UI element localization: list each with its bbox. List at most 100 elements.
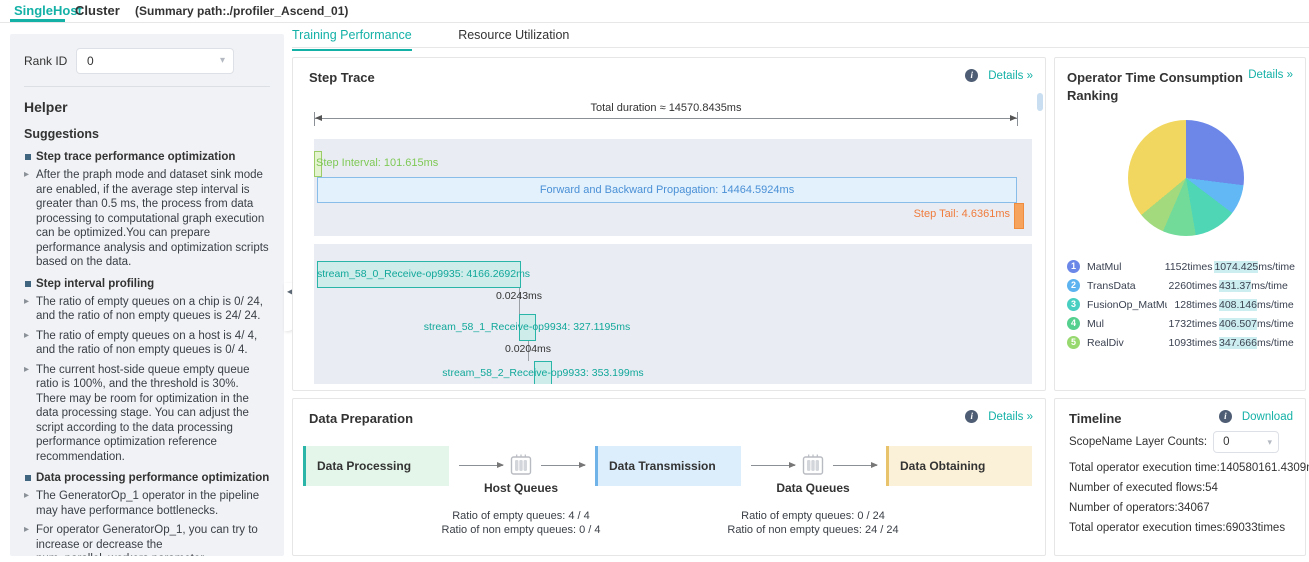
operator-name: MatMul (1087, 260, 1122, 273)
operator-name: Mul (1087, 317, 1104, 330)
rank-id-row: Rank ID 0 ▾ (24, 48, 270, 74)
operator-name: TransData (1087, 279, 1136, 292)
gap-label-0: 0.0243ms (495, 290, 543, 302)
suggestion-item: The ratio of empty queues on a chip is 0… (24, 295, 270, 324)
operator-count: 2260times (1168, 279, 1217, 292)
main-tabs-divider (292, 47, 1309, 48)
operator-count: 1732times (1168, 317, 1217, 330)
list-item[interactable]: 4 Mul 1732times 406.507ms/time (1067, 314, 1295, 333)
stream-label-2: stream_58_2_Receive-op9933: 353.199ms (442, 367, 644, 379)
tab-training-performance[interactable]: Training Performance (292, 28, 412, 51)
topbar-divider (0, 22, 1309, 23)
operator-count-stat: Number of operators:34067 (1069, 502, 1210, 514)
total-exec-times-stat: Total operator execution times:69033time… (1069, 522, 1286, 534)
timeline-download-link[interactable]: Download (1241, 410, 1293, 423)
rank-id-label: Rank ID (24, 54, 68, 68)
gap-connector (528, 341, 529, 361)
list-item[interactable]: 5 RealDiv 1093times 347.666ms/time (1067, 333, 1295, 352)
operator-ranking-panel: Operator Time Consumption Ranking Detail… (1054, 57, 1306, 391)
rank-badge-1: 1 (1067, 260, 1080, 273)
tab-singlehost[interactable]: SingleHost (14, 3, 82, 18)
data-preparation-details-link[interactable]: Details » (988, 410, 1033, 423)
flow-arrow-icon (833, 461, 878, 468)
sidebar-divider (24, 86, 270, 87)
stream-segment-2[interactable] (534, 361, 552, 384)
chevron-down-icon: ▾ (219, 55, 225, 66)
operator-name: FusionOp_MatMul... (1087, 298, 1167, 311)
stage-data-processing[interactable]: Data Processing (303, 446, 449, 486)
suggestion-item: The GeneratorOp_1 operator in the pipeli… (24, 489, 270, 518)
tab-singlehost-underline (10, 19, 65, 22)
operator-avg-time: 431.37ms/time (1219, 279, 1288, 292)
data-queues-label: Data Queues (776, 481, 850, 495)
operator-name: RealDiv (1087, 336, 1124, 349)
tab-cluster[interactable]: Cluster (75, 3, 120, 18)
operator-count: 1093times (1168, 336, 1217, 349)
total-duration-arrow (314, 112, 1018, 126)
rank-badge-2: 2 (1067, 279, 1080, 292)
step-interval-segment[interactable] (314, 151, 322, 177)
operator-pie-chart[interactable] (1128, 120, 1244, 236)
scopename-layer-counts-select[interactable]: 0 ▾ (1213, 431, 1280, 453)
timeline-panel: Timeline i Download ScopeName Layer Coun… (1054, 398, 1309, 556)
info-icon[interactable]: i (965, 69, 979, 82)
rank-id-select[interactable]: 0 ▾ (76, 48, 234, 74)
suggestion-heading: Data processing performance optimization (24, 471, 270, 485)
sidebar: Rank ID 0 ▾ Helper Suggestions Step trac… (10, 34, 284, 556)
total-exec-time-stat: Total operator execution time:140580161.… (1069, 462, 1309, 474)
operator-ranking-details-link[interactable]: Details » (1248, 69, 1293, 81)
flow-arrow-icon (541, 461, 586, 468)
rank-badge-3: 3 (1067, 298, 1080, 311)
step-tail-segment[interactable] (1014, 203, 1024, 229)
suggestion-item: The current host-side queue empty queue … (24, 363, 270, 465)
main-tabs: Training Performance Resource Utilizatio… (292, 26, 611, 51)
tab-resource-utilization[interactable]: Resource Utilization (458, 28, 570, 42)
helper-title: Helper (24, 99, 68, 115)
rank-badge-4: 4 (1067, 317, 1080, 330)
info-icon[interactable]: i (1218, 410, 1232, 423)
vertical-scrollbar[interactable] (1037, 93, 1043, 111)
operator-avg-time: 347.666ms/time (1219, 336, 1294, 349)
executed-flows-stat: Number of executed flows:54 (1069, 482, 1218, 494)
step-trace-row-1: Step Interval: 101.615ms Forward and Bac… (314, 139, 1032, 236)
suggestions-title: Suggestions (24, 127, 100, 141)
suggestion-heading: Step interval profiling (24, 277, 270, 291)
rank-id-value: 0 (87, 54, 94, 68)
data-queue-icon (802, 454, 824, 475)
stream-segment-1[interactable] (519, 314, 536, 341)
step-trace-details-link[interactable]: Details » (988, 69, 1033, 82)
summary-path: (Summary path:./profiler_Ascend_01) (135, 4, 349, 18)
data-preparation-title: Data Preparation (309, 411, 414, 426)
gap-label-1: 0.0204ms (504, 343, 552, 355)
total-duration-label: Total duration ≈ 14570.8435ms (590, 102, 742, 114)
suggestion-item: After the praph mode and dataset sink mo… (24, 168, 270, 270)
stream-segment-0[interactable] (317, 261, 521, 288)
scopename-layer-counts-label: ScopeName Layer Counts: (1069, 436, 1208, 448)
operator-avg-time: 406.507ms/time (1219, 317, 1294, 330)
stream-label-1: stream_58_1_Receive-op9934: 327.1195ms (423, 321, 631, 333)
step-trace-panel: Step Trace i Details » Total duration ≈ … (292, 57, 1046, 391)
timeline-title: Timeline (1069, 411, 1122, 426)
gap-connector (519, 288, 520, 314)
host-queue-icon (510, 454, 532, 475)
operator-count: 1152times (1164, 260, 1213, 273)
step-trace-title: Step Trace (309, 70, 375, 85)
suggestion-item: The ratio of empty queues on a host is 4… (24, 329, 270, 358)
step-tail-label: Step Tail: 4.6361ms (913, 208, 1010, 220)
stage-data-transmission[interactable]: Data Transmission (595, 446, 741, 486)
list-item[interactable]: 3 FusionOp_MatMul... 128times 408.146ms/… (1067, 295, 1295, 314)
top-bar: SingleHost Cluster (Summary path:./profi… (0, 0, 1309, 22)
list-item[interactable]: 1 MatMul 1152times 1074.425ms/time (1067, 257, 1295, 276)
list-item[interactable]: 2 TransData 2260times 431.37ms/time (1067, 276, 1295, 295)
fp-bp-segment[interactable]: Forward and Backward Propagation: 14464.… (317, 177, 1017, 203)
flow-arrow-icon (459, 461, 504, 468)
flow-arrow-icon (751, 461, 796, 468)
suggestion-item: For operator GeneratorOp_1, you can try … (24, 523, 270, 556)
host-queue-ratios: Ratio of empty queues: 4 / 4 Ratio of no… (441, 510, 601, 536)
data-preparation-panel: Data Preparation i Details » Data Proces… (292, 398, 1046, 556)
stage-data-obtaining[interactable]: Data Obtaining (886, 446, 1032, 486)
operator-avg-time: 408.146ms/time (1219, 298, 1294, 311)
info-icon[interactable]: i (965, 410, 979, 423)
suggestion-heading: Step trace performance optimization (24, 150, 270, 164)
operator-ranking-title: Operator Time Consumption Ranking (1067, 70, 1243, 103)
